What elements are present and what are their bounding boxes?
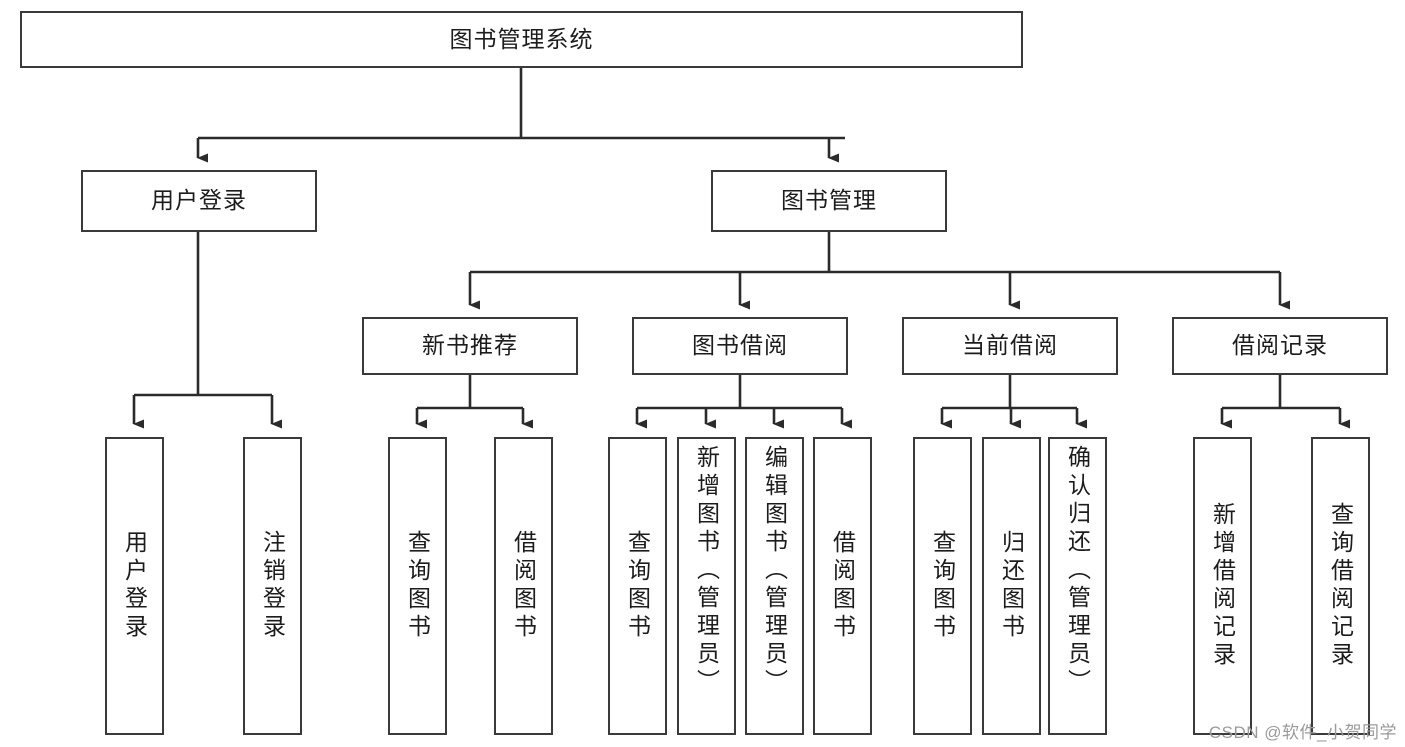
node-new-book-recommend[interactable]: 新书推荐 (362, 317, 578, 375)
node-label: 查询图书 (404, 530, 431, 642)
node-label: 新增图书（管理员） (693, 445, 720, 697)
leaf-current-borrow-query-book[interactable]: 查询图书 (913, 437, 972, 735)
node-label: 借阅图书 (510, 530, 537, 642)
leaf-book-borrow-query-book[interactable]: 查询图书 (608, 437, 667, 735)
leaf-book-borrow-add-book-admin[interactable]: 新增图书（管理员） (677, 437, 736, 735)
node-label: 借阅记录 (1232, 332, 1328, 359)
leaf-new-book-query-book[interactable]: 查询图书 (388, 437, 447, 735)
leaf-user-login-logout[interactable]: 注销登录 (243, 437, 302, 735)
node-book-management[interactable]: 图书管理 (711, 170, 947, 232)
leaf-borrow-record-query-record[interactable]: 查询借阅记录 (1311, 437, 1370, 735)
leaf-book-borrow-edit-book-admin[interactable]: 编辑图书（管理员） (745, 437, 804, 735)
leaf-book-borrow-borrow-book[interactable]: 借阅图书 (813, 437, 872, 735)
watermark: CSDN @软件_小贺同学 (1208, 723, 1397, 742)
node-label: 确认归还（管理员） (1064, 445, 1091, 697)
node-label: 注销登录 (259, 530, 286, 642)
node-label: 借阅图书 (829, 530, 856, 642)
leaf-borrow-record-add-record[interactable]: 新增借阅记录 (1193, 437, 1252, 735)
node-label: 查询图书 (624, 530, 651, 642)
leaf-user-login-login[interactable]: 用户登录 (105, 437, 164, 735)
node-label: 图书管理系统 (449, 25, 594, 52)
node-label: 图书管理 (781, 187, 877, 214)
node-label: 查询借阅记录 (1327, 502, 1354, 670)
node-label: 新增借阅记录 (1209, 502, 1236, 670)
node-label: 归还图书 (998, 530, 1025, 642)
leaf-new-book-borrow-book[interactable]: 借阅图书 (494, 437, 553, 735)
node-label: 用户登录 (151, 187, 247, 214)
node-current-borrow[interactable]: 当前借阅 (902, 317, 1118, 375)
node-label: 新书推荐 (422, 332, 518, 359)
node-borrow-record[interactable]: 借阅记录 (1172, 317, 1388, 375)
node-root-book-management-system[interactable]: 图书管理系统 (20, 11, 1023, 68)
node-label: 用户登录 (121, 530, 148, 642)
node-label: 图书借阅 (692, 332, 788, 359)
node-label: 编辑图书（管理员） (761, 445, 788, 697)
leaf-current-borrow-confirm-return-admin[interactable]: 确认归还（管理员） (1048, 437, 1107, 735)
leaf-current-borrow-return-book[interactable]: 归还图书 (982, 437, 1041, 735)
node-book-borrow[interactable]: 图书借阅 (632, 317, 848, 375)
node-user-login[interactable]: 用户登录 (81, 170, 317, 232)
node-label: 当前借阅 (962, 332, 1058, 359)
node-label: 查询图书 (929, 530, 956, 642)
